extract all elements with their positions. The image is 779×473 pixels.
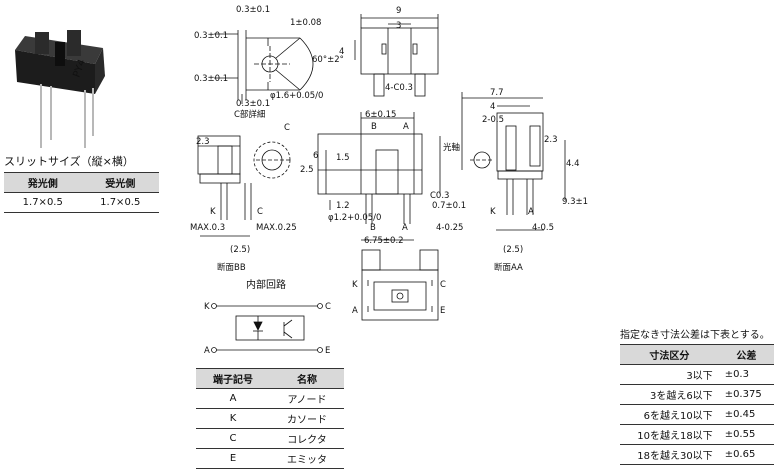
- mid-chamfer: C0.3: [430, 191, 449, 201]
- terminal-header-name: 名称: [270, 368, 344, 389]
- terminal-name: カソード: [270, 408, 344, 429]
- table-row: A アノード: [196, 388, 344, 409]
- tolerance-range: 6を越え10以下: [620, 404, 719, 425]
- table-row: 3以下 ±0.3: [620, 364, 774, 385]
- mid-diameter: φ1.2+0.05/0: [328, 213, 381, 223]
- detail-diameter: φ1.6+0.05/0: [270, 91, 323, 101]
- side-width-77: 7.7: [490, 88, 504, 98]
- tolerance-caption: 指定なき寸法公差は下表とする。: [620, 330, 770, 341]
- table-row: C コレクタ: [196, 428, 344, 449]
- bottom-pin-c: C: [440, 280, 446, 290]
- tolerance-range: 3以下: [620, 364, 719, 385]
- mid-height-15: 1.5: [336, 153, 350, 163]
- tolerance-range: 10を越え18以下: [620, 424, 719, 445]
- tolerance-value: ±0.3: [718, 364, 774, 385]
- slit-receiver-value: 1.7×0.5: [81, 192, 159, 213]
- table-row: K カソード: [196, 408, 344, 429]
- terminal-name: コレクタ: [270, 428, 344, 449]
- circuit-pin-a: A: [204, 346, 210, 356]
- product-photo: PY4: [15, 30, 105, 148]
- bottom-pin-k: K: [352, 280, 358, 290]
- circuit-title: 内部回路: [246, 278, 286, 291]
- mid-label-b-2: B: [370, 223, 376, 233]
- terminal-name: アノード: [270, 388, 344, 409]
- detail-width-3: 0.3±0.1: [194, 74, 228, 84]
- table-row: 6を越え10以下 ±0.45: [620, 404, 774, 425]
- tolerance-table: 寸法区分 公差 3以下 ±0.3 3を越え6以下 ±0.375 6を越え10以下…: [620, 344, 774, 465]
- side-width-4: 4: [490, 102, 495, 112]
- circuit-pin-c: C: [325, 302, 331, 312]
- mid-width-425: 4-0.25: [436, 223, 463, 233]
- terminal-name: エミッタ: [270, 448, 344, 469]
- slit-table: 発光側 受光側 1.7×0.5 1.7×0.5: [4, 172, 159, 213]
- mid-label-a: A: [403, 122, 409, 132]
- slit-header-emitter: 発光側: [4, 172, 82, 193]
- side-pin-k: K: [490, 207, 496, 217]
- bottom-pin-a: A: [352, 306, 358, 316]
- terminal-table: 端子記号 名称 A アノード K カソード C コレクタ E エミッタ: [196, 368, 344, 469]
- terminal-symbol: E: [196, 448, 270, 469]
- detail-angle: 60°±2°: [312, 55, 344, 65]
- side-height-93: 9.3±1: [562, 197, 588, 207]
- terminal-symbol: A: [196, 388, 270, 409]
- terminal-header-symbol: 端子記号: [196, 368, 270, 389]
- detail-caption: C部詳細: [234, 109, 265, 120]
- tolerance-value: ±0.375: [718, 384, 774, 405]
- side-height-23: 2.3: [544, 135, 558, 145]
- bb-pitch: (2.5): [230, 245, 250, 255]
- side-height-44: 4.4: [566, 159, 580, 169]
- slit-caption: スリットサイズ（縦×横）: [4, 155, 134, 168]
- mid-optical-axis: 光軸: [443, 142, 460, 153]
- side-caption: 断面AA: [494, 262, 523, 273]
- mid-width-615: 6±0.15: [365, 110, 396, 120]
- side-width-405: 4-0.5: [532, 223, 554, 233]
- tolerance-range: 18を越え30以下: [620, 444, 719, 465]
- bb-max-025: MAX.0.25: [256, 223, 297, 233]
- mid-height-12: 1.2: [336, 201, 350, 211]
- terminal-symbol: C: [196, 428, 270, 449]
- mid-width-675: 6.75±0.2: [364, 236, 404, 246]
- side-width-205: 2-0.5: [482, 115, 504, 125]
- front-height-4: 4: [339, 47, 344, 57]
- table-row: 10を越え18以下 ±0.55: [620, 424, 774, 445]
- detail-width-1: 0.3±0.1: [236, 5, 270, 15]
- circuit-pin-e: E: [325, 346, 330, 356]
- front-chamfer: 4-C0.3: [385, 83, 413, 93]
- tolerance-value: ±0.55: [718, 424, 774, 445]
- table-row: E エミッタ: [196, 448, 344, 469]
- mid-width-07: 0.7±0.1: [432, 201, 466, 211]
- side-pitch: (2.5): [503, 245, 523, 255]
- bb-pin-c: C: [257, 207, 263, 217]
- mid-height-6: 6: [313, 151, 318, 161]
- table-row: 3を越え6以下 ±0.375: [620, 384, 774, 405]
- front-width-3: 3: [396, 21, 401, 31]
- detail-width-2: 0.3±0.1: [194, 31, 228, 41]
- bb-label-c: C: [284, 123, 290, 133]
- terminal-symbol: K: [196, 408, 270, 429]
- tolerance-header-value: 公差: [718, 344, 774, 365]
- mid-label-a-2: A: [402, 223, 408, 233]
- tolerance-value: ±0.65: [718, 444, 774, 465]
- detail-radius: 1±0.08: [290, 18, 321, 28]
- bb-diameter-25: 2.5: [300, 165, 314, 175]
- side-pin-a: A: [528, 207, 534, 217]
- table-row: 18を越え30以下 ±0.65: [620, 444, 774, 465]
- bb-height-23: 2.3: [196, 137, 210, 147]
- tolerance-value: ±0.45: [718, 404, 774, 425]
- mid-label-b: B: [371, 122, 377, 132]
- bottom-pin-e: E: [440, 306, 445, 316]
- circuit-pin-k: K: [204, 302, 210, 312]
- tolerance-header-range: 寸法区分: [620, 344, 719, 365]
- bb-pin-k: K: [210, 207, 216, 217]
- tolerance-range: 3を越え6以下: [620, 384, 719, 405]
- bb-max-03: MAX.0.3: [190, 223, 225, 233]
- slit-emitter-value: 1.7×0.5: [4, 192, 82, 213]
- front-width: 9: [396, 6, 401, 16]
- detail-width-4: 0.3±0.1: [236, 99, 270, 109]
- bb-caption: 断面BB: [217, 262, 246, 273]
